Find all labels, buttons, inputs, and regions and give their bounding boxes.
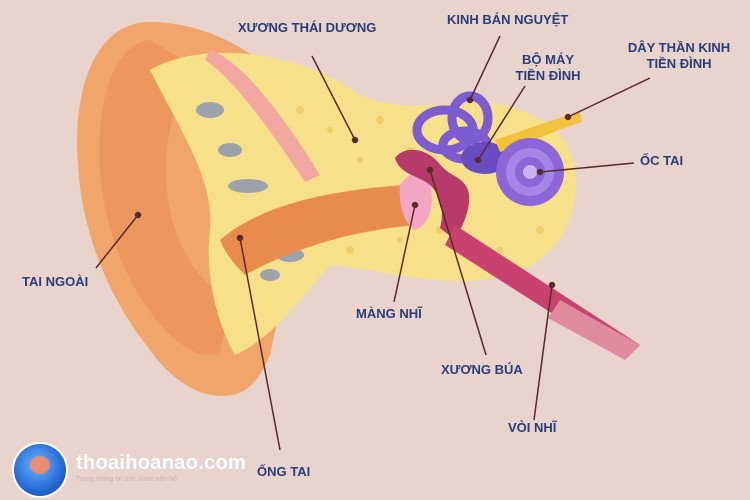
label-vestibular-nerve-line2: TIỀN ĐÌNH <box>646 56 712 71</box>
label-outer-ear: TAI NGOÀI <box>22 274 89 289</box>
label-semicircular-canals: KINH BÁN NGUYỆT <box>447 12 569 27</box>
label-temporal-bone: XƯƠNG THÁI DƯƠNG <box>238 20 377 35</box>
label-vestibular-apparatus: BỘ MÁY TIỀN ĐÌNH <box>508 52 588 84</box>
cochlea-shape <box>496 138 564 206</box>
skin-strip <box>205 50 320 182</box>
brand-tagline: Trang thông tin sức khỏe não bộ <box>76 476 177 483</box>
brand-block: thoaihoanao.com Trang thông tin sức khỏe… <box>76 452 246 483</box>
label-ear-canal: ỐNG TAI <box>257 464 311 479</box>
ossicles-shape <box>395 149 470 240</box>
brain-logo-icon <box>14 444 66 496</box>
leader-lines <box>95 35 651 451</box>
label-vestibular-nerve-line1: DÂY THẦN KINH <box>627 40 731 55</box>
label-eustachian-tube: VÒI NHĨ <box>508 420 557 435</box>
eustachian-tube-end <box>548 300 640 360</box>
label-eardrum: MÀNG NHĨ <box>356 306 422 321</box>
brand-name[interactable]: thoaihoanao.com <box>76 452 247 474</box>
label-malleus: XƯƠNG BÚA <box>441 362 523 377</box>
label-vestibular-nerve: DÂY THẦN KINH TIỀN ĐÌNH <box>618 40 740 72</box>
outer-ear-fold <box>99 40 232 355</box>
eardrum-shape <box>399 172 432 230</box>
label-cochlea: ỐC TAI <box>640 153 684 168</box>
ear-canal-shape <box>220 185 418 275</box>
label-vestibular-apparatus-line1: BỘ MÁY <box>522 52 574 67</box>
label-vestibular-apparatus-line2: TIỀN ĐÌNH <box>515 68 581 83</box>
